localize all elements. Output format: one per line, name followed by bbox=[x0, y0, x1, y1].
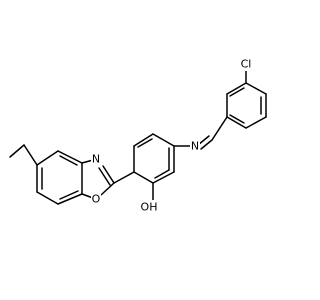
imine-linker bbox=[173, 116, 228, 150]
bond bbox=[133, 171, 154, 184]
imine-double-bond bbox=[200, 139, 213, 150]
inner-double-bond bbox=[229, 114, 245, 124]
bond bbox=[226, 82, 247, 95]
imine-nitrogen-label: N bbox=[191, 140, 199, 153]
bond bbox=[152, 171, 175, 184]
inner-double-bond bbox=[154, 169, 170, 179]
inner-double-bond bbox=[59, 155, 78, 166]
oxazole-double-bond bbox=[98, 167, 111, 186]
bond bbox=[23, 144, 38, 166]
oxazole-oxygen-label: O bbox=[92, 193, 101, 206]
chlorophenyl-ring bbox=[226, 69, 267, 129]
bond bbox=[226, 116, 247, 129]
oxazole-double-bond bbox=[102, 165, 115, 184]
bond bbox=[57, 193, 83, 205]
oxazole-nitrogen-label: N bbox=[92, 153, 100, 166]
ethyl-group bbox=[9, 144, 38, 166]
phenol-ring bbox=[133, 133, 175, 201]
benzoxazole bbox=[36, 150, 135, 205]
bond bbox=[245, 82, 267, 95]
bond bbox=[57, 150, 83, 164]
hydroxyl-label: OH bbox=[141, 201, 158, 214]
inner-double-bond bbox=[59, 190, 79, 200]
bond bbox=[245, 116, 267, 129]
bond bbox=[113, 171, 135, 184]
inner-double-bond bbox=[229, 87, 245, 97]
bond bbox=[211, 116, 228, 141]
chlorine-label: Cl bbox=[241, 58, 252, 71]
chemical-structure-diagram: Cl N N O OH bbox=[9, 58, 267, 214]
bond bbox=[133, 133, 154, 147]
atom-labels: Cl N N O OH bbox=[91, 58, 255, 214]
inner-double-bond bbox=[137, 138, 153, 148]
bond bbox=[36, 150, 59, 166]
bond bbox=[9, 144, 25, 158]
bond bbox=[152, 133, 175, 147]
bond bbox=[36, 191, 59, 205]
bond bbox=[100, 182, 115, 196]
